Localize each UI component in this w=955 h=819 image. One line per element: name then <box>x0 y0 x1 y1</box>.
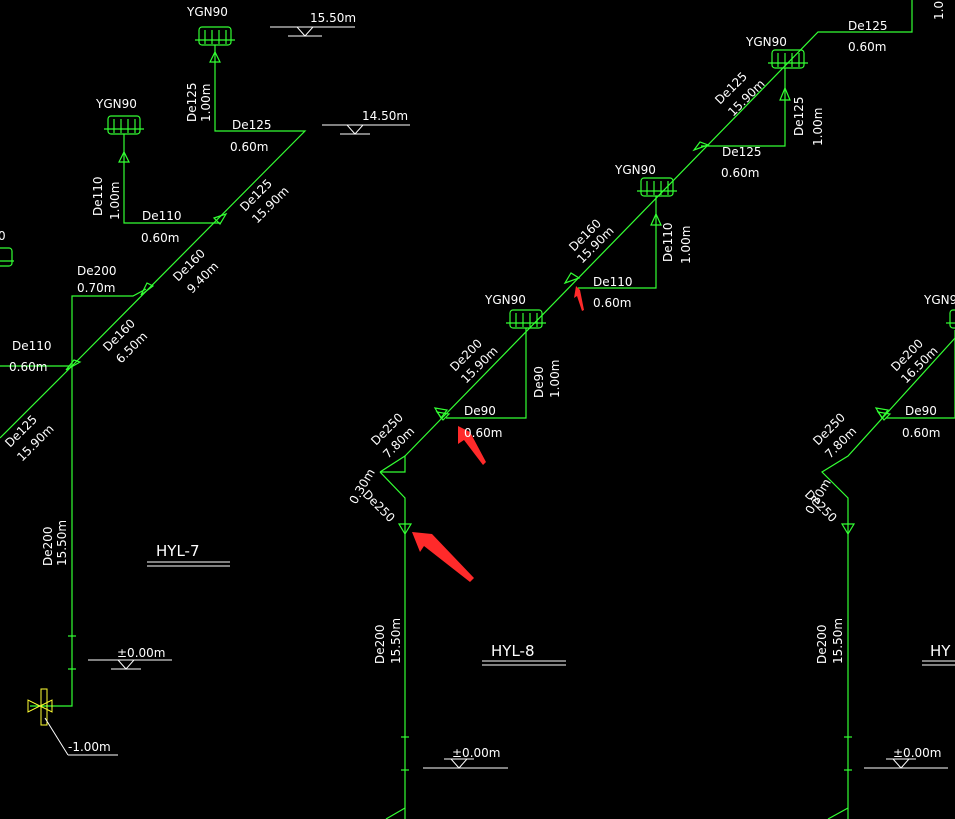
drain-fixture <box>637 177 677 197</box>
pipe-length: 15.50m <box>55 520 69 566</box>
drain-fixture <box>768 49 808 69</box>
pipe-size: De90 <box>905 404 937 418</box>
drain-fixture <box>946 309 955 329</box>
pipe-length: 0.60m <box>9 360 47 374</box>
pipe-size: De110 <box>91 176 105 216</box>
cleanout-valve <box>27 688 53 726</box>
pipe-length: 0.60m <box>848 40 886 54</box>
riser-name: HYL-8 <box>491 642 535 660</box>
pipe-length: 1.0 <box>932 1 946 20</box>
pipe-size: De90 <box>532 366 546 398</box>
pipe-length: 0.70m <box>77 281 115 295</box>
pipe-size: De110 <box>142 209 182 223</box>
riser-name: HY <box>930 642 951 660</box>
system-hyl-7: YGN90 YGN90 0 15.50m 14.50m ±0.00m -1.00… <box>0 5 410 756</box>
pipe-length: 1.00m <box>108 182 122 220</box>
system-hyl-8: YGN90 YGN90 YGN90 ±0.00m De125 0.60m De1… <box>346 0 913 819</box>
pipe-size: De125 <box>185 82 199 122</box>
elevation-mark <box>88 659 172 670</box>
pipe-length: 0.60m <box>721 166 759 180</box>
elevation-mark <box>423 758 508 769</box>
elevation-label: ±0.00m <box>893 746 941 760</box>
annotation-arrow <box>412 532 474 582</box>
pipe-length: 0.60m <box>230 140 268 154</box>
drain-fixture <box>104 115 144 135</box>
elevation-label: ±0.00m <box>117 646 165 660</box>
pipe-size: De200 <box>41 526 55 566</box>
pipe-size: De200 <box>373 624 387 664</box>
elevation-mark <box>322 124 410 135</box>
pipe-size: De200 <box>77 264 117 278</box>
annotation-arrow <box>574 286 584 311</box>
pipe-size: De125 <box>232 118 272 132</box>
riser-name: HYL-7 <box>156 542 200 560</box>
drain-fixture <box>0 247 14 267</box>
pipe-size: De125 <box>792 96 806 136</box>
label: YGN90 <box>484 293 526 307</box>
annotation-arrow <box>458 426 486 465</box>
pipe-size: De125 <box>848 19 888 33</box>
pipe-length: 0.60m <box>902 426 940 440</box>
pipe-length: 1.00m <box>679 226 693 264</box>
elevation-label: 14.50m <box>362 109 408 123</box>
pipe-length: 15.50m <box>831 618 845 664</box>
elevation-label: -1.00m <box>68 740 111 754</box>
label: 0 <box>0 229 6 243</box>
pipe-size: De110 <box>661 222 675 262</box>
label: YGN90 <box>186 5 228 19</box>
label: YGN90 <box>614 163 656 177</box>
elevation-mark <box>864 758 948 769</box>
drain-fixture <box>506 309 546 329</box>
pipe-length: 1.00m <box>811 108 825 146</box>
pipe-size: De110 <box>12 339 52 353</box>
pipe-length: 0.60m <box>593 296 631 310</box>
pipe-length: 0.60m <box>141 231 179 245</box>
elevation-mark <box>270 26 355 37</box>
label: YGN90 <box>745 35 787 49</box>
pipe-length: 1.00m <box>199 84 213 122</box>
pipe-size: De110 <box>593 275 633 289</box>
elevation-label: 15.50m <box>310 11 356 25</box>
label: YGN90 <box>95 97 137 111</box>
drain-fixture <box>195 26 235 46</box>
elevation-label: ±0.00m <box>452 746 500 760</box>
label: YGN90 <box>923 293 955 307</box>
pipe-length: 15.50m <box>389 618 403 664</box>
pipe-length: 0.60m <box>464 426 502 440</box>
pipe-length: 1.00m <box>548 360 562 398</box>
pipe-size: De125 <box>722 145 762 159</box>
pipe-size: De90 <box>464 404 496 418</box>
pipe-size: De200 <box>815 624 829 664</box>
